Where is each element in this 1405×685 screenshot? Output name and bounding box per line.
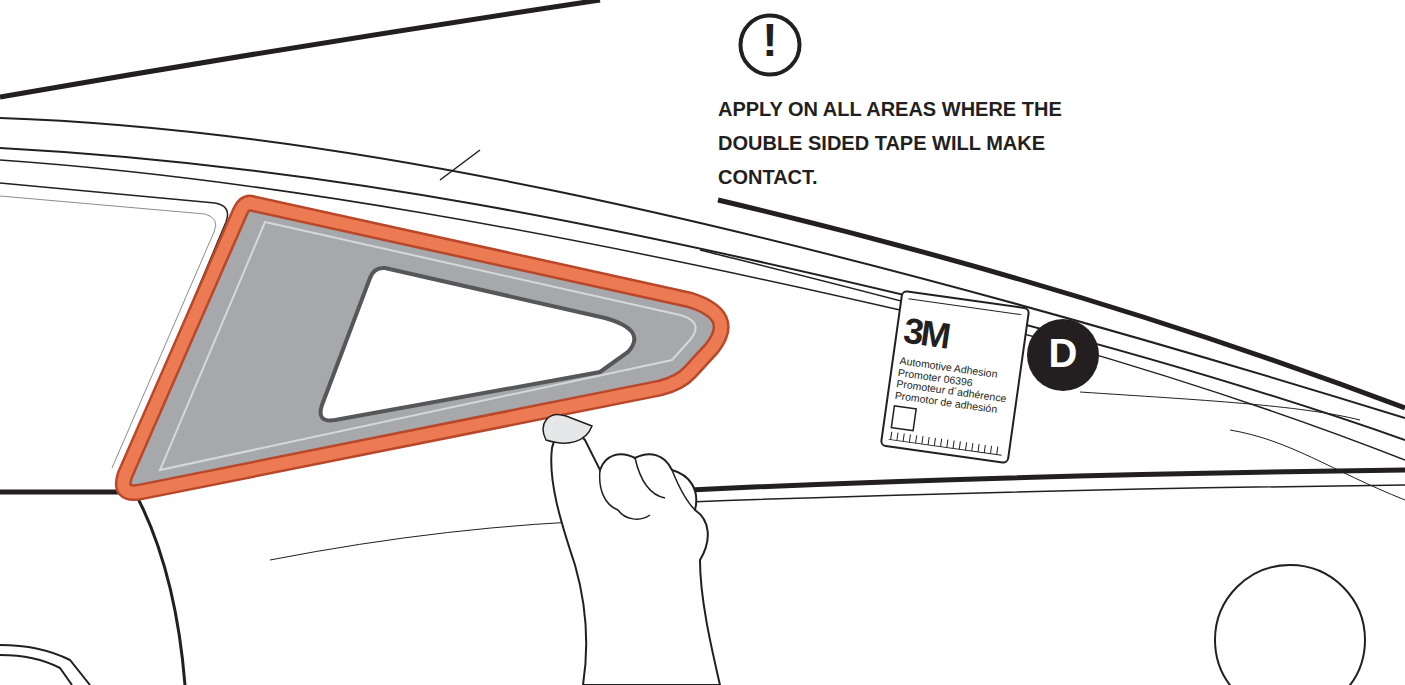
roof-line [718,200,1405,408]
tape-outline [123,203,721,493]
hand [551,432,720,685]
packet-tick [897,433,898,441]
handle-line [0,655,72,685]
packet-tick [966,442,967,450]
body-line [440,150,480,180]
packet-outline [881,291,1029,463]
packet-ruler [908,299,1021,315]
packet-tick [972,443,973,451]
packet-ruler [889,439,1002,455]
handle-line [0,645,90,685]
packet-tick [997,447,998,455]
callout-letter-text: D [1027,333,1099,373]
packet-tick [922,436,923,444]
belt-line [690,485,1405,502]
packet-tick [928,437,929,445]
packet-tick [984,445,985,453]
fuel-door [1215,565,1365,685]
adhesion-promoter-packet: 3MAutomotive Adhesion Promoter 06396Prom… [880,290,1031,465]
packet-tick [953,441,954,449]
packet-tick [990,446,991,454]
warning-symbol: ! [738,17,802,63]
packet-tick [903,433,904,441]
callout-letter: D [1027,319,1099,391]
packet-tick [891,432,892,440]
packet-tick [978,444,979,452]
packet-tick [941,439,942,447]
packet-checkbox [891,406,916,431]
body-line [1230,430,1405,500]
packet-tick [947,440,948,448]
packet-tick [909,434,910,442]
door-line [128,480,185,685]
belt-line [0,490,128,495]
packet-tick [916,435,917,443]
roof-line [0,0,600,97]
hand-fingers [600,458,695,519]
window-glass [321,268,635,421]
warning-icon: ! [738,13,802,77]
sail-line [700,250,1405,460]
body-line [1080,392,1360,420]
instruction-note: APPLY ON ALL AREAS WHERE THE DOUBLE SIDE… [718,92,1108,194]
callout-disc [1027,319,1099,391]
packet-tick [934,438,935,446]
peeled-tape [543,415,592,444]
window-edge [160,222,696,470]
tape-outline [123,203,721,493]
packet-tick [959,441,960,449]
